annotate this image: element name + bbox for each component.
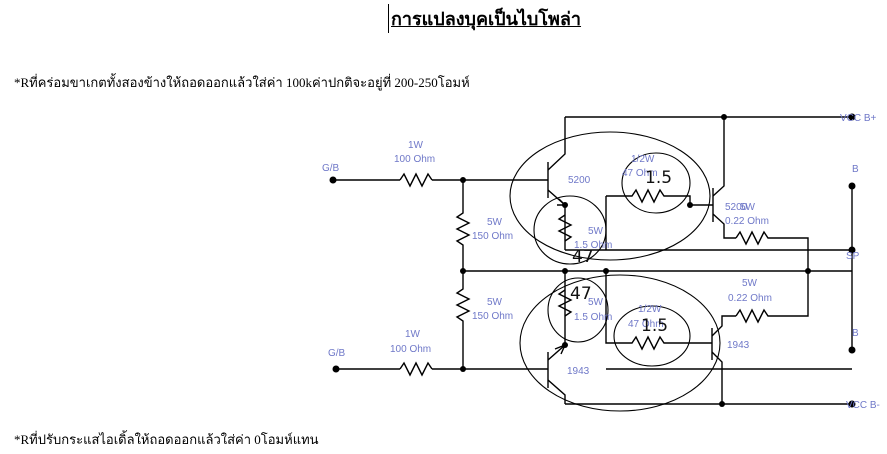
resistor-100-top bbox=[399, 172, 433, 188]
q-driver-top-collector bbox=[547, 117, 566, 171]
r-left-bot-value: 150 Ohm bbox=[472, 311, 513, 322]
q-out-top-collector bbox=[712, 117, 725, 197]
r-out-top-value: 0.22 Ohm bbox=[725, 216, 769, 227]
handwritten-1-5-bottom: 1.5 bbox=[641, 316, 668, 336]
r-top-in-value: 100 Ohm bbox=[394, 154, 435, 165]
r-mid-bot-watt: 5W bbox=[588, 297, 604, 308]
circle-bottom-large bbox=[519, 274, 721, 412]
resistor-100-bottom bbox=[399, 361, 433, 377]
r-mid-top-value: 1.5 Ohm bbox=[574, 240, 612, 251]
terminal-dots bbox=[329, 113, 856, 408]
q-driver-top-label: 5200 bbox=[568, 175, 591, 186]
circle-top-large bbox=[509, 131, 711, 261]
r-left-bot-watt: 5W bbox=[487, 297, 503, 308]
r-out-bot-watt: 5W bbox=[742, 278, 758, 289]
q-out-bot-collector bbox=[711, 351, 723, 404]
resistor-1-5-bottom bbox=[557, 289, 573, 317]
handwritten-47-bottom: 47 bbox=[570, 284, 592, 304]
note-bias-resistor: *Rที่ปรับกระแสไอเดิ้ลให้ถอดออกแล้วใส่ค่า… bbox=[14, 432, 319, 447]
r-left-top-value: 150 Ohm bbox=[472, 231, 513, 242]
label-gb-top: G/B bbox=[322, 163, 340, 174]
q-out-bot-emitter bbox=[711, 315, 736, 337]
r-out-bot-value: 0.22 Ohm bbox=[728, 293, 772, 304]
label-b-bottom: B bbox=[852, 328, 859, 339]
r-47-top-watt: 1/2W bbox=[631, 154, 655, 165]
handwritten-1-5-top: 1.5 bbox=[645, 168, 672, 188]
r-mid-top-watt: 5W bbox=[588, 226, 604, 237]
note-gate-resistor: *Rที่คร่อมขาเกตทั้งสองข้างให้ถอดออกแล้วใ… bbox=[14, 75, 470, 90]
q-out-top-label: 5200 bbox=[725, 202, 748, 213]
q-driver-bot-collector bbox=[547, 379, 566, 404]
label-b-top: B bbox=[852, 164, 859, 175]
label-vcc-pos: VCC B+ bbox=[840, 113, 877, 124]
r-top-in-watt: 1W bbox=[408, 140, 424, 151]
r-mid-bot-value: 1.5 Ohm bbox=[574, 312, 612, 323]
q-driver-bot-label: 1943 bbox=[567, 366, 590, 377]
r-47-top-value: 47 Ohm bbox=[622, 168, 658, 179]
circle-47-top bbox=[621, 152, 691, 214]
bias-chain-left bbox=[455, 180, 471, 369]
q-out-bot-label: 1943 bbox=[727, 340, 750, 351]
circle-47-bottom bbox=[613, 305, 691, 367]
r-bot-in-watt: 1W bbox=[405, 329, 421, 340]
r-out-top-watt: 5W bbox=[740, 202, 756, 213]
handwritten-47-top: 47 bbox=[572, 247, 594, 267]
resistor-47-top bbox=[606, 188, 713, 206]
page-title: การแปลงบุคเป็นไบโพล่า bbox=[388, 4, 581, 33]
label-sp: SP bbox=[846, 251, 860, 262]
label-gb-bottom: G/B bbox=[328, 348, 346, 359]
r-bot-in-value: 100 Ohm bbox=[390, 344, 431, 355]
resistor-0-22-top bbox=[735, 230, 809, 271]
r-47-bot-value: 47 Ohm bbox=[628, 319, 664, 330]
q-out-top-emitter bbox=[712, 213, 736, 239]
circle-mid-top bbox=[533, 195, 607, 265]
resistor-47-bottom bbox=[605, 271, 712, 351]
junction-dots bbox=[460, 114, 811, 407]
circle-mid-bottom bbox=[547, 277, 609, 343]
label-vcc-neg: VCC B- bbox=[846, 400, 880, 411]
resistor-0-22-bottom bbox=[735, 271, 809, 324]
r-left-top-watt: 5W bbox=[487, 217, 503, 228]
resistor-1-5-top bbox=[557, 214, 573, 242]
r-47-bot-watt: 1/2W bbox=[638, 304, 662, 315]
